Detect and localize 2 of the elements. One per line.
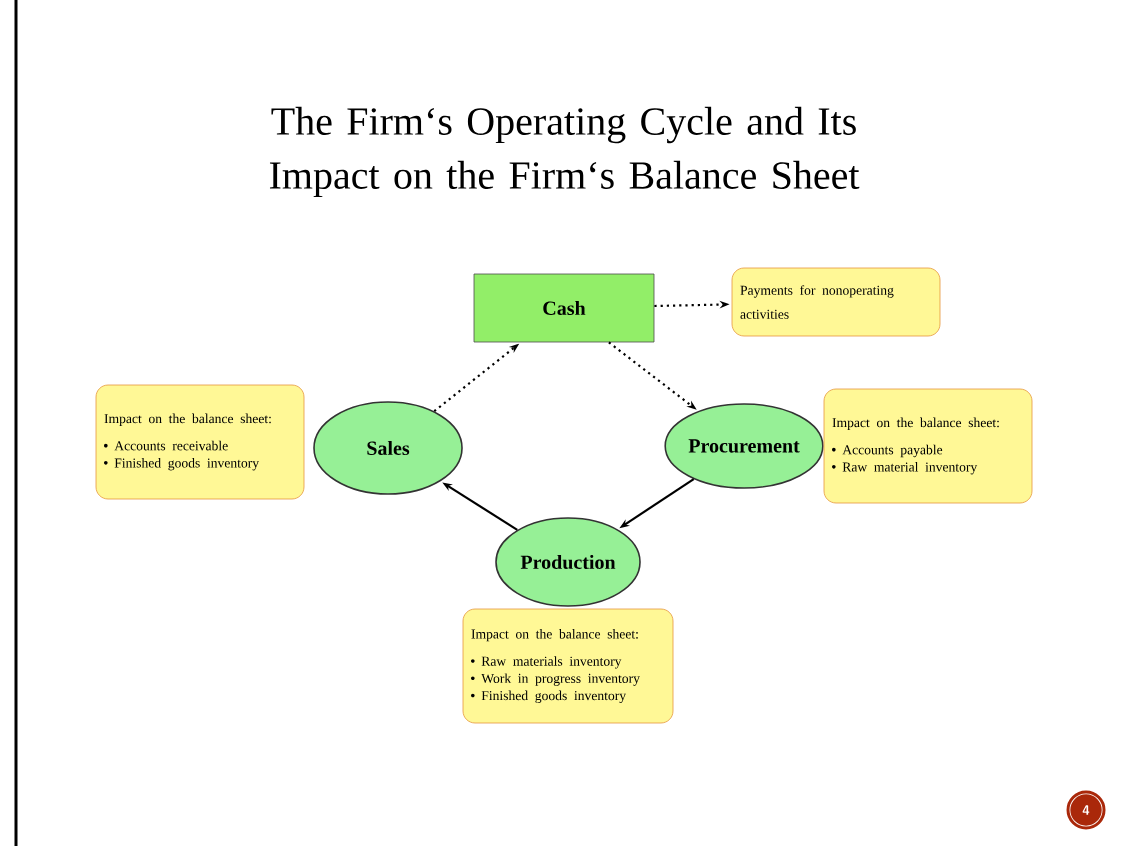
cash-box: Cash (473, 273, 655, 343)
title: The Firm‘s Operating Cycle and Its Impact on the Firm‘s Balance Sheet (270, 106, 860, 198)
